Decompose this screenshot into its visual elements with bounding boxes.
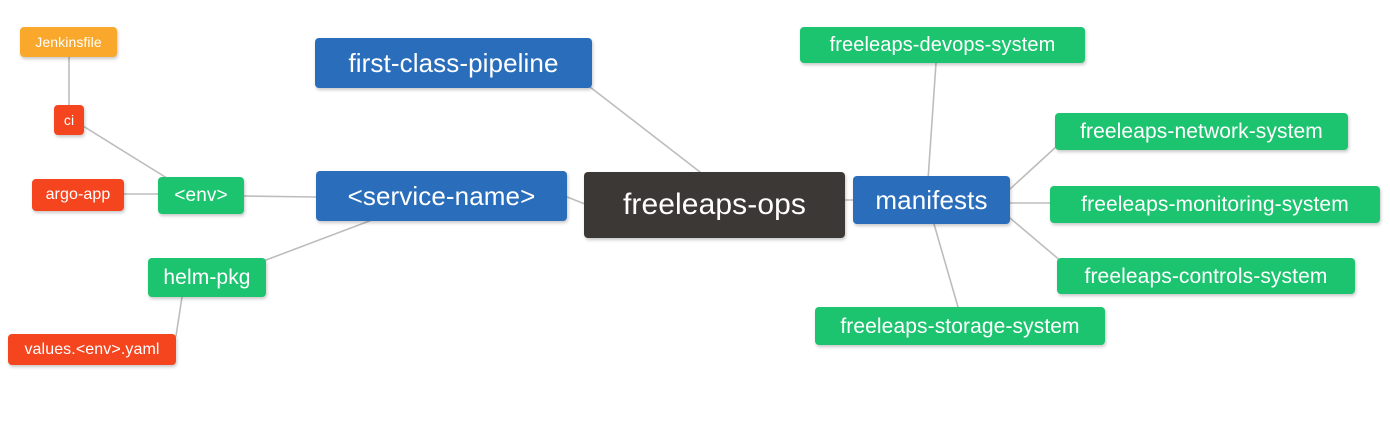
node-argo-app[interactable]: argo-app (32, 179, 124, 211)
edge-manifests-storage-system (933, 223, 959, 308)
edge-service-name-env (243, 195, 317, 198)
node-values-yaml[interactable]: values.<env>.yaml (8, 334, 176, 365)
node-first-class-pipeline[interactable]: first-class-pipeline (315, 38, 592, 88)
node-devops-system[interactable]: freeleaps-devops-system (800, 27, 1085, 63)
edge-service-name-helm-pkg (265, 219, 373, 261)
edge-env-ci (82, 125, 171, 181)
edge-manifests-devops-system (927, 62, 937, 181)
node-service-name[interactable]: <service-name> (316, 171, 567, 221)
node-monitoring-system[interactable]: freeleaps-monitoring-system (1050, 186, 1380, 223)
node-network-system[interactable]: freeleaps-network-system (1055, 113, 1348, 150)
edge-manifests-network-system (1009, 145, 1058, 190)
node-helm-pkg[interactable]: helm-pkg (148, 258, 266, 297)
edge-root-service-name (566, 196, 586, 205)
node-jenkinsfile[interactable]: Jenkinsfile (20, 27, 117, 57)
edge-root-first-class-pipeline (589, 86, 701, 173)
node-ci[interactable]: ci (54, 105, 84, 135)
node-controls-system[interactable]: freeleaps-controls-system (1057, 258, 1355, 294)
node-manifests[interactable]: manifests (853, 176, 1010, 224)
edge-helm-pkg-values-yaml (175, 296, 183, 337)
node-env[interactable]: <env> (158, 177, 244, 214)
edge-manifests-controls-system (1009, 217, 1063, 263)
node-storage-system[interactable]: freeleaps-storage-system (815, 307, 1105, 345)
node-root[interactable]: freeleaps-ops (584, 172, 845, 238)
